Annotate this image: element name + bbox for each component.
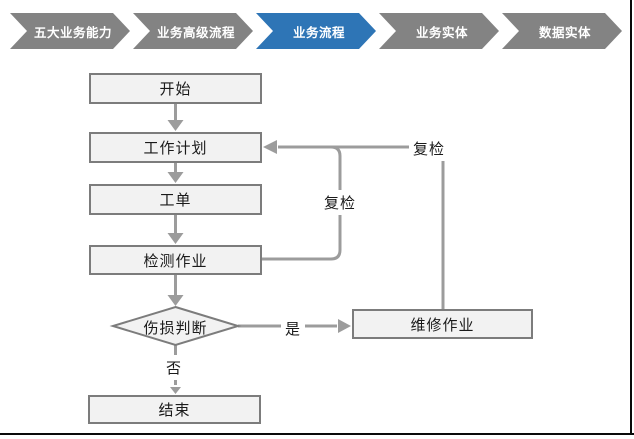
arrowhead-repair-left — [338, 319, 351, 333]
edge-recheck-repair-plan — [278, 145, 445, 309]
breadcrumb: 五大业务能力 业务高级流程 业务流程 业务实体 数据实体 — [10, 13, 622, 49]
node-inspection-job: 检测作业 — [89, 245, 262, 275]
frame-border-right — [630, 0, 632, 435]
frame-border-bottom — [0, 433, 634, 435]
node-end: 结束 — [88, 395, 261, 424]
arrowhead-order-top — [167, 172, 184, 183]
node-repair-job: 维修作业 — [352, 309, 533, 339]
arrowhead-plan-top — [167, 120, 184, 131]
node-work-plan: 工作计划 — [89, 132, 262, 163]
breadcrumb-item-business-entity[interactable]: 业务实体 — [379, 13, 499, 49]
arrowhead-plan-right — [263, 140, 277, 154]
arrowhead-decision-top — [167, 295, 184, 306]
arrowhead-inspect-top — [167, 233, 184, 244]
node-work-order: 工单 — [89, 184, 262, 215]
breadcrumb-item-data-entity[interactable]: 数据实体 — [502, 13, 622, 49]
breadcrumb-item-high-level-process[interactable]: 业务高级流程 — [133, 13, 253, 49]
breadcrumb-item-five-capabilities[interactable]: 五大业务能力 — [10, 13, 130, 49]
arrowhead-end-top — [170, 387, 181, 394]
node-start: 开始 — [89, 73, 262, 104]
node-damage-decision-label: 伤损判断 — [143, 320, 208, 337]
breadcrumb-item-business-process-active[interactable]: 业务流程 — [256, 13, 376, 49]
edge-label-no: 否 — [162, 355, 187, 380]
edge-label-recheck-repair: 复检 — [409, 136, 450, 161]
edge-label-yes: 是 — [281, 316, 306, 341]
decision-diamond-shape — [109, 305, 242, 347]
edge-label-recheck-inspect: 复检 — [320, 190, 361, 215]
